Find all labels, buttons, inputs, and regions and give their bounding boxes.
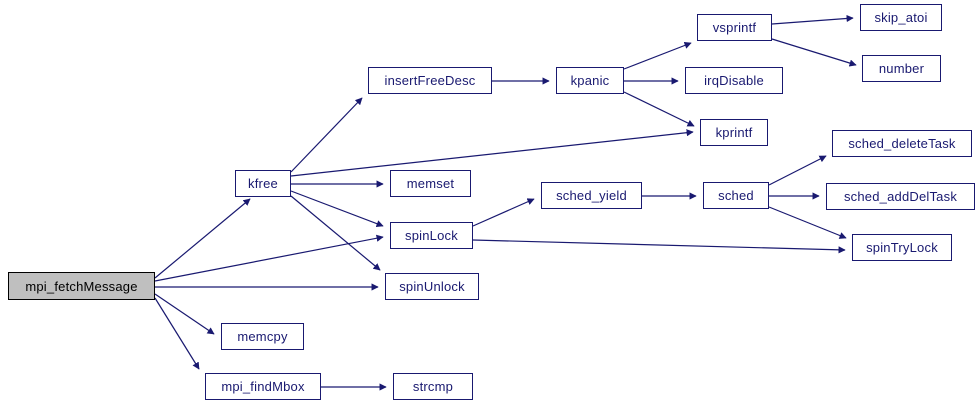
graph-node-memcpy[interactable]: memcpy [221, 323, 304, 350]
graph-edge-sched-to-spinTryLock [768, 206, 847, 239]
graph-node-sched_addDelTask[interactable]: sched_addDelTask [826, 183, 975, 210]
graph-node-strcmp[interactable]: strcmp [393, 373, 473, 400]
graph-edge-kpanic-to-vsprintf [623, 41, 692, 70]
graph-node-mpi_fetchMessage[interactable]: mpi_fetchMessage [8, 272, 155, 300]
graph-node-spinUnlock[interactable]: spinUnlock [385, 273, 479, 300]
graph-edge-spinLock-to-sched_yield [472, 198, 535, 227]
graph-edge-vsprintf-to-skip_atoi [771, 14, 854, 25]
graph-node-kprintf[interactable]: kprintf [700, 119, 768, 146]
graph-edge-kpanic-to-kprintf [623, 91, 695, 127]
graph-node-label: insertFreeDesc [384, 73, 476, 88]
graph-node-vsprintf[interactable]: vsprintf [697, 14, 772, 41]
graph-edge-kfree-to-insertFreeDesc [290, 97, 363, 173]
graph-node-sched_yield[interactable]: sched_yield [541, 182, 642, 209]
graph-edge-kfree-to-spinUnlock [290, 195, 381, 271]
graph-node-irqDisable[interactable]: irqDisable [685, 67, 783, 94]
graph-node-label: irqDisable [704, 73, 764, 88]
graph-node-label: skip_atoi [874, 10, 928, 25]
graph-edge-kfree-to-kprintf [290, 129, 694, 177]
graph-node-kfree[interactable]: kfree [235, 170, 291, 197]
graph-node-skip_atoi[interactable]: skip_atoi [860, 4, 942, 31]
graph-edge-sched-to-sched_deleteTask [768, 155, 827, 186]
graph-node-spinLock[interactable]: spinLock [390, 222, 473, 249]
graph-node-sched[interactable]: sched [703, 182, 769, 209]
graph-node-label: sched [718, 188, 754, 203]
graph-edge-mpi_fetchMessage-to-spinLock [154, 234, 384, 282]
graph-edge-mpi_fetchMessage-to-kfree [154, 198, 251, 279]
graph-edge-mpi_fetchMessage-to-memcpy [154, 293, 215, 335]
graph-node-label: vsprintf [712, 20, 757, 35]
graph-node-insertFreeDesc[interactable]: insertFreeDesc [368, 67, 492, 94]
graph-node-label: mpi_findMbox [221, 379, 305, 394]
graph-node-kpanic[interactable]: kpanic [556, 67, 624, 94]
graph-node-label: spinTryLock [866, 240, 938, 255]
graph-node-label: sched_yield [556, 188, 627, 203]
graph-node-label: kprintf [715, 125, 753, 140]
graph-edge-mpi_fetchMessage-to-mpi_findMbox [154, 297, 200, 370]
graph-node-label: number [878, 61, 925, 76]
graph-node-label: strcmp [412, 379, 454, 394]
graph-node-label: kpanic [570, 73, 610, 88]
graph-node-memset[interactable]: memset [390, 170, 471, 197]
graph-node-label: spinLock [405, 228, 458, 243]
graph-node-label: mpi_fetchMessage [25, 278, 138, 294]
graph-edge-kfree-to-spinLock [290, 190, 384, 228]
graph-node-label: kfree [248, 176, 278, 191]
graph-node-label: sched_addDelTask [843, 189, 958, 204]
graph-node-label: memcpy [237, 329, 288, 344]
graph-node-sched_deleteTask[interactable]: sched_deleteTask [832, 130, 972, 157]
graph-node-spinTryLock[interactable]: spinTryLock [852, 234, 952, 261]
graph-node-label: memset [406, 176, 455, 191]
graph-edge-vsprintf-to-number [771, 38, 857, 67]
graph-node-mpi_findMbox[interactable]: mpi_findMbox [205, 373, 321, 400]
graph-node-label: spinUnlock [399, 279, 465, 294]
graph-edge-spinLock-to-spinTryLock [472, 239, 846, 254]
graph-node-number[interactable]: number [862, 55, 941, 82]
graph-node-label: sched_deleteTask [848, 136, 956, 151]
